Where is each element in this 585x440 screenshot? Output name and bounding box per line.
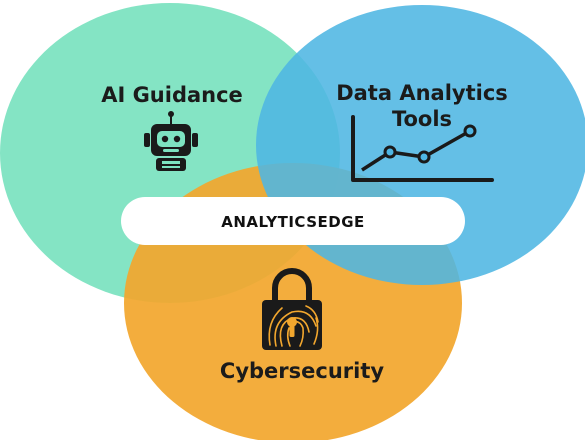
- center-pill: [121, 197, 465, 245]
- cybersecurity-label: Cybersecurity: [220, 359, 384, 383]
- data-analytics-label-line2: Tools: [392, 107, 452, 131]
- robot-icon: [144, 111, 198, 171]
- data-analytics-label-line1: Data Analytics: [336, 81, 508, 105]
- center-label: ANALYTICSEDGE: [221, 213, 365, 231]
- line-chart-icon: [351, 115, 494, 182]
- ai-guidance-label: AI Guidance: [101, 83, 243, 107]
- fingerprint-lock-icon: [262, 268, 322, 350]
